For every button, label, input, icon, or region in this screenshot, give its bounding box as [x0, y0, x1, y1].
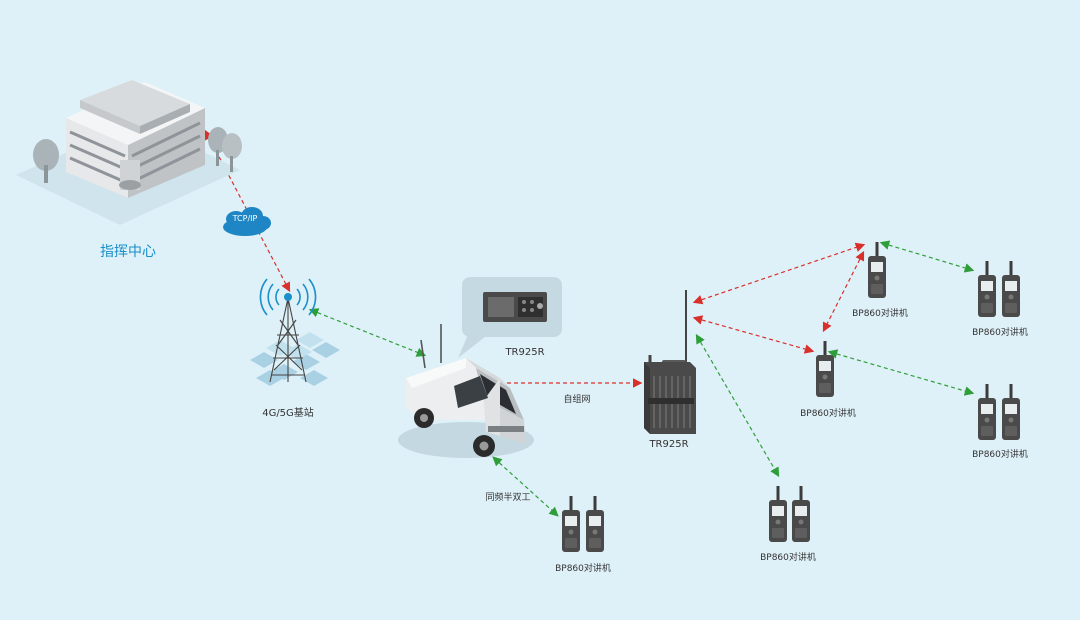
- link-radio-mid-right: [827, 349, 975, 396]
- walkie-talkie-pair-icon: [978, 384, 1020, 440]
- mobile-radio-icon: [458, 277, 562, 358]
- radio-label-top: BP860对讲机: [852, 309, 908, 319]
- tower-icon: [250, 278, 340, 386]
- link-center-tower: [204, 129, 291, 293]
- simplex-label: 同频半双工: [485, 493, 531, 503]
- walkie-talkie-pair-icon: [769, 486, 810, 542]
- radio-label-van: BP860对讲机: [555, 564, 611, 574]
- tcpip-label: TCP/IP: [232, 214, 258, 223]
- link-tower-van: [308, 308, 427, 357]
- link-radio-top-mid: [822, 250, 865, 333]
- link-repeater-radio-top: [692, 242, 866, 305]
- walkie-talkie-pair-icon: [562, 496, 604, 552]
- base-station-label: 4G/5G基站: [262, 408, 314, 419]
- walkie-talkie-icon: [868, 242, 886, 298]
- radio-label-mid: BP860对讲机: [800, 409, 856, 419]
- ad-hoc-network-label: 自组网: [563, 395, 591, 405]
- walkie-talkie-icon: [816, 341, 834, 397]
- repeater-label: TR925R: [649, 439, 689, 450]
- repeater-icon: [644, 290, 696, 434]
- vehicle-radio-label: TR925R: [505, 347, 545, 358]
- command-center-label: 指挥中心: [100, 244, 156, 260]
- link-repeater-radio-mid: [692, 315, 815, 354]
- building-icon: [16, 80, 242, 225]
- link-van-radios: [492, 456, 559, 517]
- walkie-talkie-pair-icon: [978, 261, 1020, 317]
- link-lines: [204, 129, 975, 517]
- radio-label-bottom: BP860对讲机: [760, 553, 816, 563]
- van-icon: [398, 324, 534, 458]
- cloud-icon: [223, 207, 271, 236]
- link-repeater-radios-bottom: [695, 333, 780, 478]
- radio-label-top-right: BP860对讲机: [972, 328, 1028, 338]
- radio-label-mid-right: BP860对讲机: [972, 450, 1028, 460]
- link-radio-top-right: [879, 240, 975, 273]
